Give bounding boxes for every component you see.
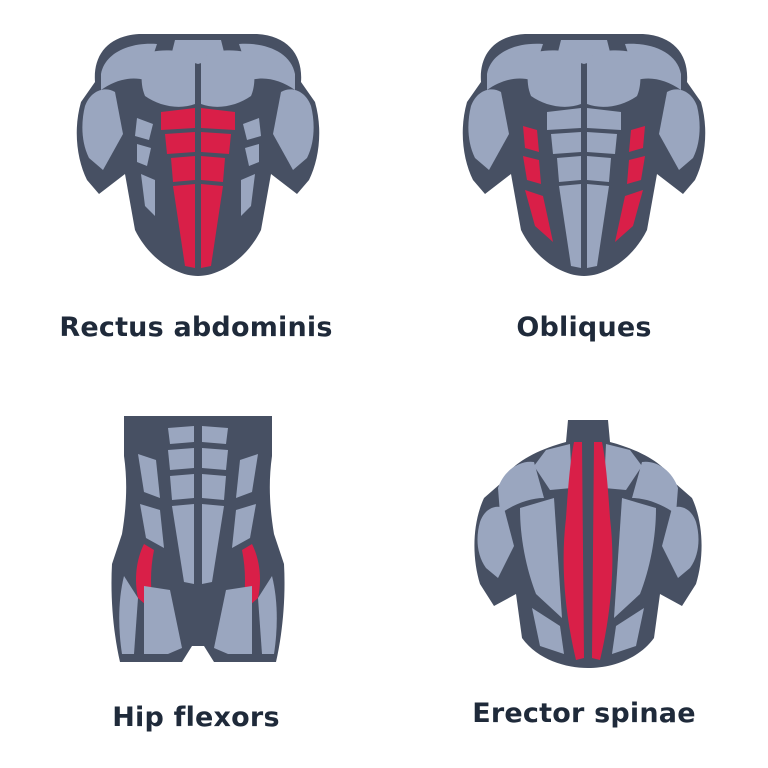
panel-label-erector-spinae: Erector spinae [472, 698, 696, 729]
obliques-torso-icon [461, 30, 707, 278]
erector-spinae-back-icon [470, 418, 706, 670]
panel-label-obliques: Obliques [516, 312, 652, 343]
rectus-abdominis-torso-icon [75, 30, 321, 278]
hip-flexors-torso-icon [110, 414, 286, 664]
panel-label-hip-flexors: Hip flexors [112, 702, 280, 733]
panel-label-rectus-abdominis: Rectus abdominis [59, 312, 333, 343]
